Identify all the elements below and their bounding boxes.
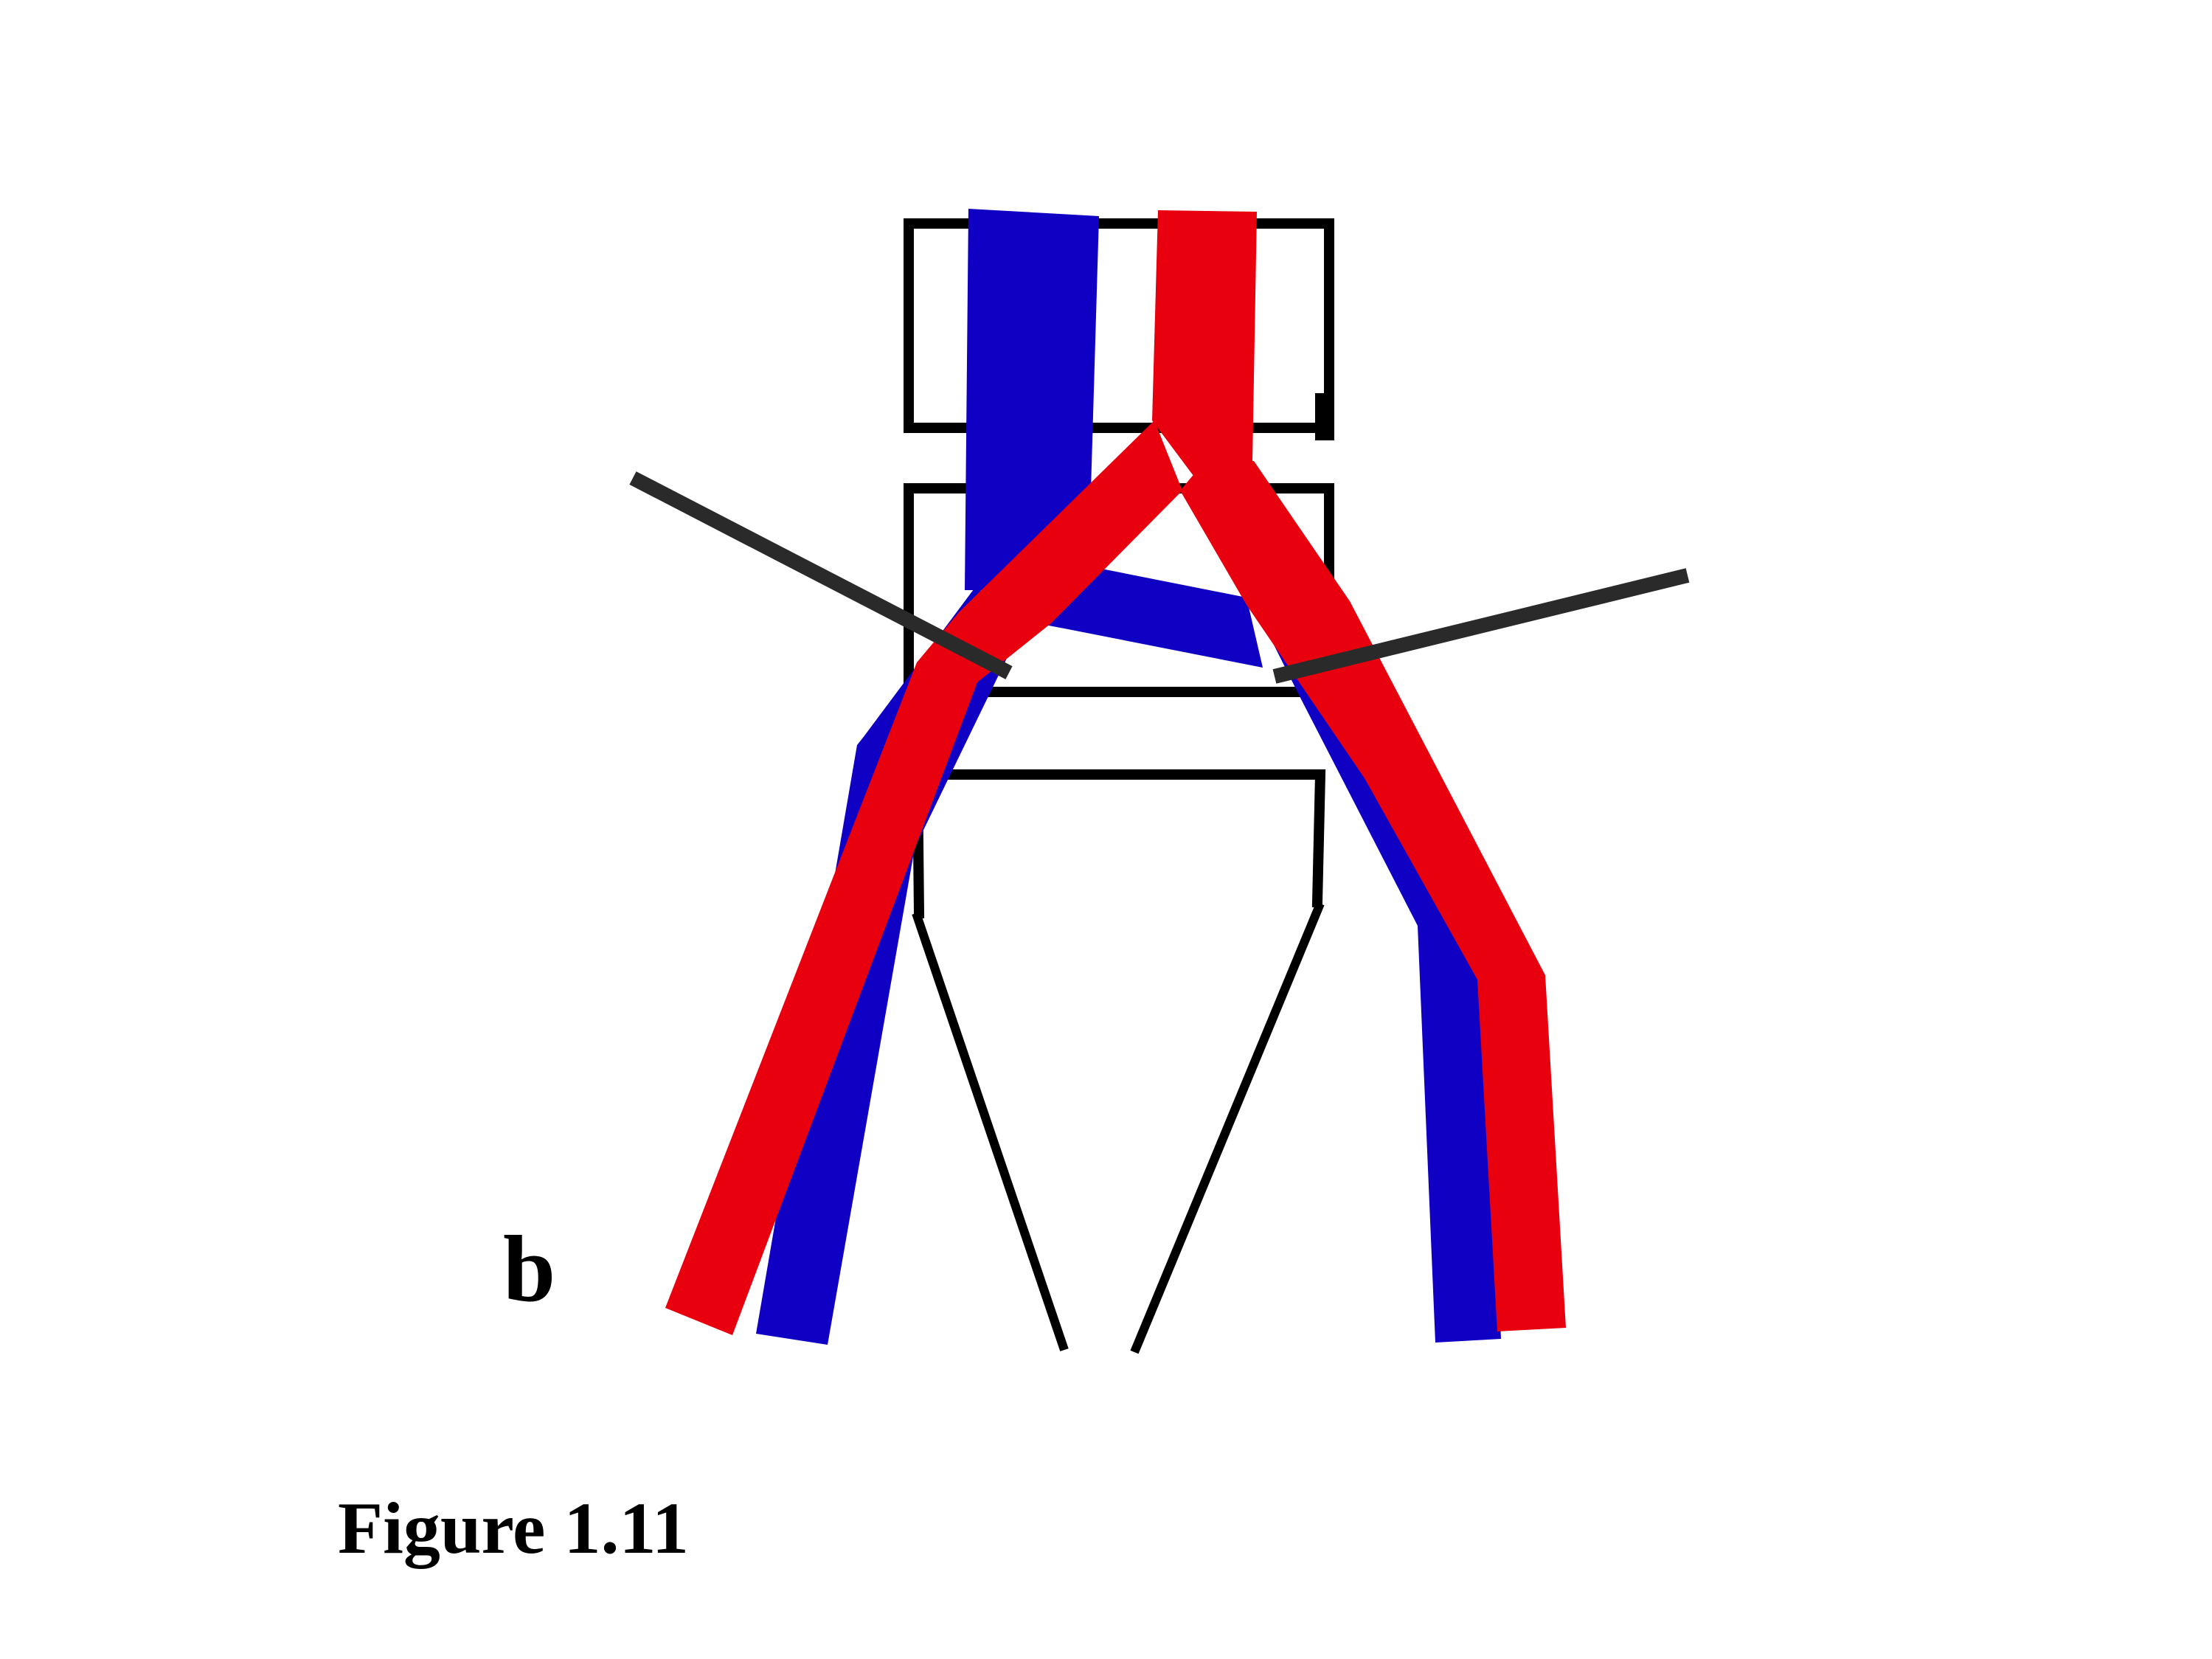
- left-common-iliac-vein: [1251, 599, 1501, 1343]
- arterial-system: [665, 210, 1566, 1335]
- pelvis-outline: [912, 901, 1325, 1354]
- right-common-iliac-vein: [756, 586, 1024, 1345]
- pointer-lines: [629, 471, 1690, 684]
- pelvis-line-left: [912, 912, 1069, 1351]
- pelvis-line-right: [1130, 901, 1325, 1354]
- venous-system: [756, 209, 1501, 1345]
- panel-label: b: [503, 1216, 555, 1321]
- pointer-line-left: [629, 471, 1013, 679]
- inferior-vena-cava: [965, 209, 1099, 590]
- sacrum-outline: [912, 769, 1326, 919]
- pointer-line-right: [1272, 568, 1690, 684]
- right-common-iliac-artery: [665, 420, 1182, 1335]
- figure-caption: Figure 1.11: [338, 1487, 689, 1569]
- left-common-iliac-artery: [1180, 457, 1566, 1331]
- abdominal-aorta: [1152, 210, 1257, 491]
